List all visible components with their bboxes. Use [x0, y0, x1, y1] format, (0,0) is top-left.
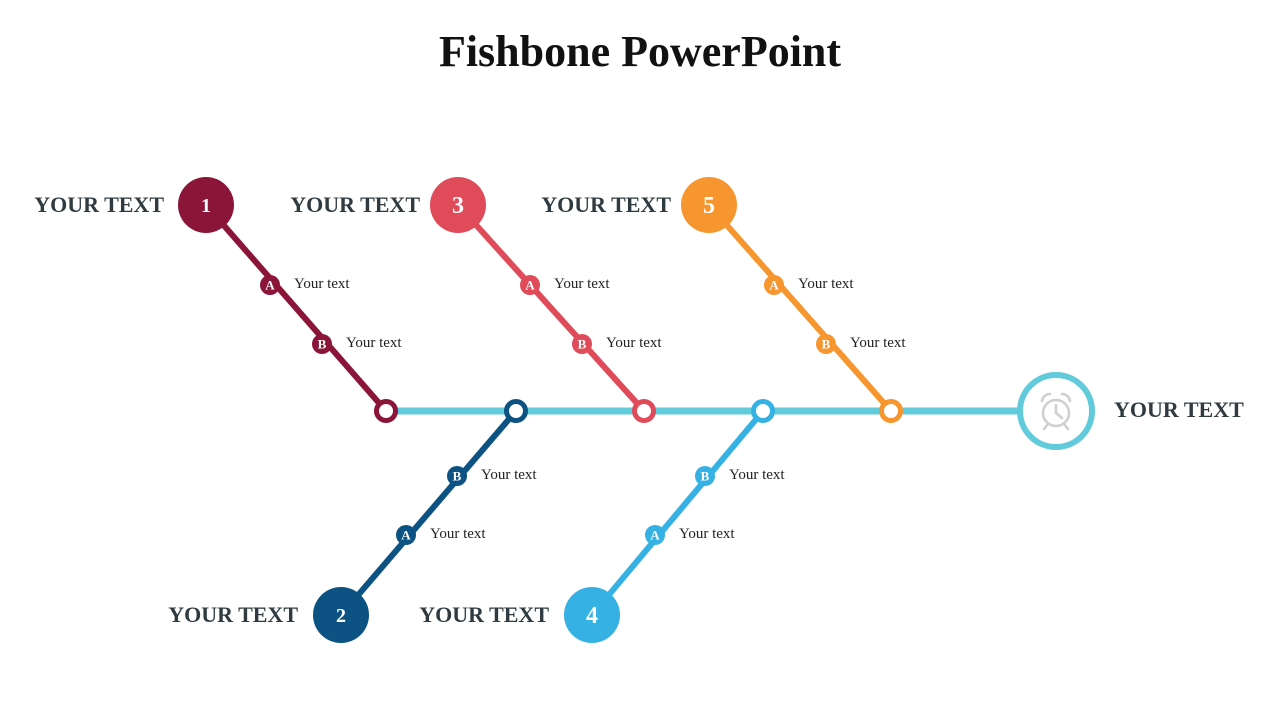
branch-3: A B 3 [430, 177, 656, 423]
sub-node-2-b: B [447, 466, 467, 486]
sub-node-4-b: B [695, 466, 715, 486]
number-circle-4: 4 [564, 587, 620, 643]
branch-label-2: YOUR TEXT [168, 602, 298, 627]
svg-text:3: 3 [452, 193, 464, 219]
alarm-clock-icon [1040, 392, 1072, 431]
junction-node-5 [879, 399, 903, 423]
svg-text:B: B [822, 337, 831, 352]
branch-label-5: YOUR TEXT [541, 192, 671, 217]
sub-node-3-a: A [520, 275, 540, 295]
svg-text:A: A [650, 528, 660, 543]
branch-5: A B 5 [681, 177, 903, 423]
sub-item-text: Your text [346, 335, 402, 351]
page-title: Fishbone PowerPoint [438, 27, 842, 76]
branch-1: A B 1 [178, 177, 398, 423]
junction-node-1 [374, 399, 398, 423]
sub-item-text: Your text [729, 467, 785, 483]
sub-node-4-a: A [645, 525, 665, 545]
sub-node-2-a: A [396, 525, 416, 545]
branch-line-4 [589, 408, 766, 618]
branch-label-3: YOUR TEXT [290, 192, 420, 217]
sub-item-text: Your text [798, 276, 854, 292]
branch-2: A B 2 [313, 399, 528, 643]
svg-text:A: A [769, 278, 779, 293]
svg-text:B: B [578, 337, 587, 352]
number-circle-5: 5 [681, 177, 737, 233]
head-circle [1017, 372, 1095, 450]
svg-text:4: 4 [586, 603, 598, 629]
sub-item-text: Your text [850, 335, 906, 351]
svg-text:A: A [401, 528, 411, 543]
sub-item-text: Your text [294, 276, 350, 292]
branch-label-1: YOUR TEXT [34, 192, 164, 217]
branch-4: A B 4 [564, 399, 775, 643]
sub-item-text: Your text [481, 467, 537, 483]
sub-node-1-b: B [312, 334, 332, 354]
svg-text:1: 1 [201, 195, 211, 217]
sub-node-5-b: B [816, 334, 836, 354]
junction-node-4 [751, 399, 775, 423]
branch-line-1 [203, 202, 389, 414]
junction-node-2 [504, 399, 528, 423]
sub-item-text: Your text [679, 526, 735, 542]
sub-node-5-a: A [764, 275, 784, 295]
sub-item-text: Your text [554, 276, 610, 292]
svg-text:A: A [265, 278, 275, 293]
branch-label-4: YOUR TEXT [419, 602, 549, 627]
svg-text:A: A [525, 278, 535, 293]
branch-line-5 [706, 202, 894, 414]
junction-node-3 [632, 399, 656, 423]
head-label: YOUR TEXT [1114, 397, 1244, 422]
svg-text:B: B [453, 469, 462, 484]
number-circle-3: 3 [430, 177, 486, 233]
svg-text:B: B [701, 469, 710, 484]
svg-text:2: 2 [336, 605, 346, 627]
svg-text:B: B [318, 337, 327, 352]
number-circle-2: 2 [313, 587, 369, 643]
svg-text:5: 5 [703, 193, 715, 219]
sub-node-1-a: A [260, 275, 280, 295]
sub-item-text: Your text [430, 526, 486, 542]
branch-line-2 [338, 408, 519, 618]
sub-item-text: Your text [606, 335, 662, 351]
sub-node-3-b: B [572, 334, 592, 354]
number-circle-1: 1 [178, 177, 234, 233]
branch-line-3 [455, 202, 647, 414]
